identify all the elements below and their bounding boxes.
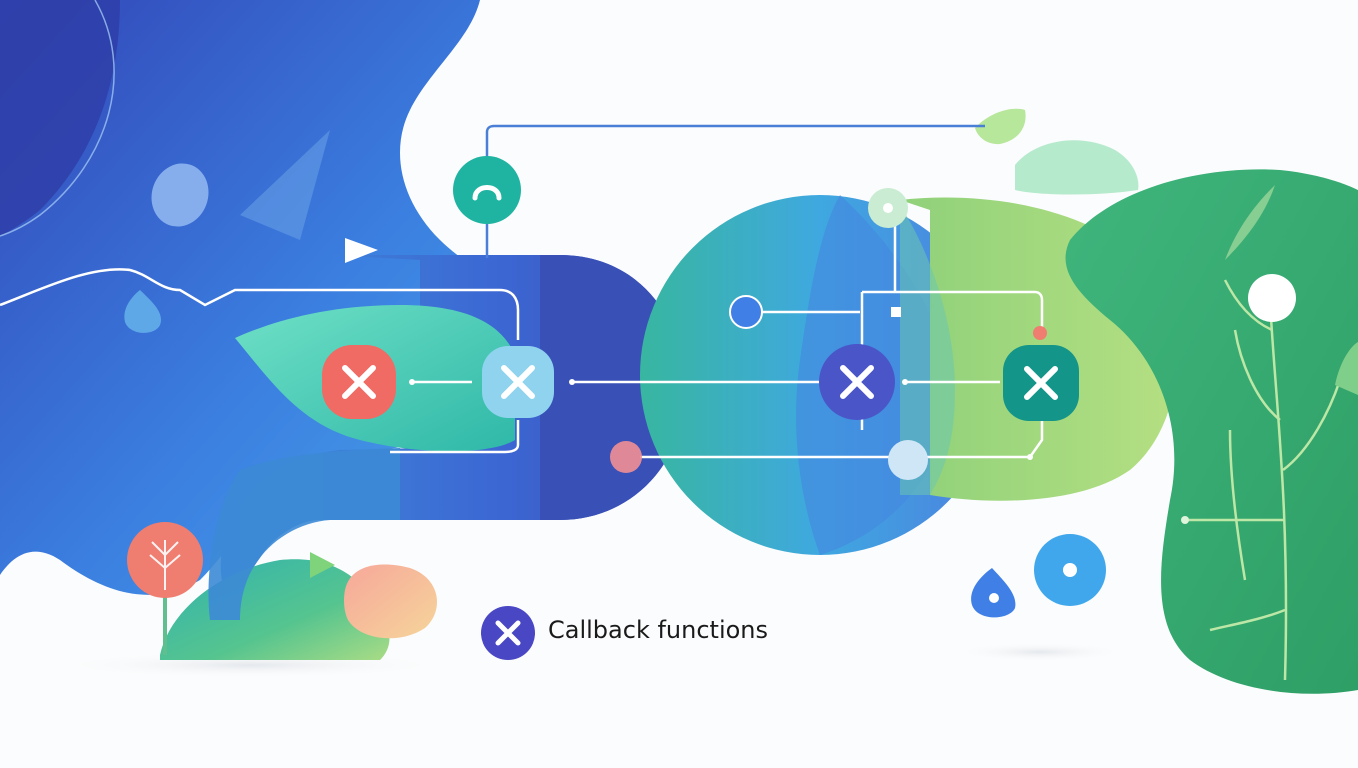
connector-lines (0, 210, 1044, 459)
plant-stem (1185, 279, 1342, 681)
faint-arrow-shape (240, 130, 330, 240)
light-blue-x-node (482, 346, 554, 418)
plant-dot (1181, 516, 1189, 524)
pink-dot-node (610, 441, 642, 473)
indigo-x-node (819, 344, 895, 420)
close-x-icon (501, 365, 535, 399)
red-x-node (322, 345, 396, 419)
close-x-icon (1024, 366, 1058, 400)
red-small-dot (1033, 326, 1047, 340)
caption-label: Callback functions (548, 616, 769, 644)
blue-droplet-right (971, 568, 1016, 618)
middle-lens-overlap (900, 205, 955, 495)
close-x-icon (342, 365, 376, 399)
pale-green-node-dot (883, 203, 893, 213)
blue-ring-hole (1063, 563, 1077, 577)
white-small-dot-b (569, 379, 575, 385)
blue-droplet-hole (989, 593, 999, 603)
close-x-icon (840, 365, 874, 399)
plant-leaf-right (1335, 342, 1358, 395)
white-small-dot-d (1027, 454, 1033, 460)
blue-pebble (151, 163, 209, 227)
hook-icon (472, 185, 502, 201)
close-x-icon (495, 620, 521, 646)
ground-shadow-right (950, 642, 1130, 662)
blue-dot-node (729, 295, 763, 329)
plant-leaf-curve (1225, 185, 1275, 260)
play-triangle-small (345, 238, 378, 263)
white-small-dot-c (902, 379, 908, 385)
blue-droplet-left (124, 290, 161, 333)
pale-green-leaf-small (975, 108, 1026, 145)
caption-x-icon (481, 606, 535, 660)
blue-stream-lower (208, 448, 400, 620)
peach-blob (344, 564, 437, 639)
small-white-square (891, 307, 901, 317)
play-triangle-green (310, 552, 335, 578)
blue-wave-dark-corner (0, 0, 120, 236)
pale-blue-dot-node (888, 440, 928, 480)
blue-wave-outline (0, 0, 115, 237)
teal-x-node (1003, 345, 1079, 421)
red-tree-leaf-veins (149, 540, 181, 590)
pale-green-leaf-large (1015, 140, 1139, 195)
white-small-dot-a (409, 379, 415, 385)
top-connector-line (485, 124, 985, 160)
white-node-right (1248, 274, 1296, 322)
